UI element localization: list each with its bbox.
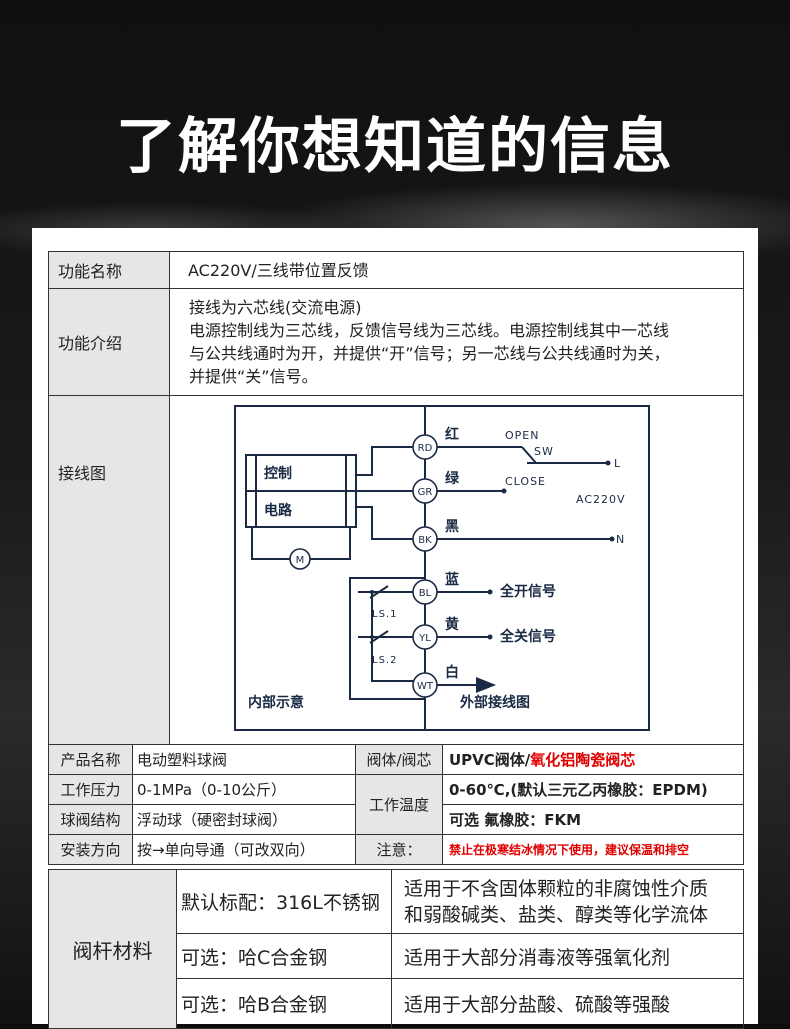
circuit-text: 电路: [264, 502, 293, 519]
core-value: 氧化铝陶瓷阀芯: [530, 751, 636, 769]
stem-use-line: 适用于不含固体颗粒的非腐蚀性介质: [404, 877, 709, 900]
pressure-value: 0-1MPa（0-10公斤）: [132, 774, 356, 805]
intro-line: 与公共线通时为开，并提供“开”信号；另一芯线与公共线通时为关，: [189, 344, 670, 363]
ball-structure-value: 浮动球（硬密封球阀）: [132, 804, 356, 835]
intro-line: 电源控制线为三芯线，反馈信号线为三芯线。电源控制线其中一芯线: [189, 321, 670, 340]
n-text: N: [616, 533, 625, 546]
internal-text: 内部示意: [248, 694, 304, 711]
full-open-text: 全开信号: [499, 583, 556, 600]
color-black: 黑: [445, 519, 459, 535]
ball-structure-label: 球阀结构: [48, 804, 133, 835]
spec-table: 产品名称 电动塑料球阀 阀体/阀芯 UPVC阀体/氧化铝陶瓷阀芯 工作压力 0-…: [48, 744, 744, 865]
open-text: OPEN: [505, 429, 539, 442]
product-name-value: 电动塑料球阀: [132, 744, 356, 775]
install-label: 安装方向: [48, 834, 133, 865]
stem-option: 可选：哈B合金钢: [176, 978, 392, 1029]
control-text: 控制: [264, 465, 292, 482]
install-value: 按→单向导通（可改双向）: [132, 834, 356, 865]
intro-line: 并提供“关”信号。: [189, 367, 318, 386]
stem-material-table: 阀杆材料 默认标配：316L不锈钢 适用于不含固体颗粒的非腐蚀性介质 和弱酸碱类…: [48, 869, 744, 1029]
func-name-value: AC220V/三线带位置反馈: [169, 251, 744, 289]
stem-label: 阀杆材料: [48, 869, 177, 1029]
terminal-label: YL: [418, 633, 431, 644]
body-core-label: 阀体/阀芯: [355, 744, 443, 775]
func-intro-value: 接线为六芯线(交流电源) 电源控制线为三芯线，反馈信号线为三芯线。电源控制线其中…: [169, 288, 744, 396]
color-red: 红: [445, 426, 459, 443]
note-value: 禁止在极寒结冰情况下使用，建议保温和排空: [442, 834, 744, 865]
terminal-gr: [412, 478, 438, 504]
color-white: 白: [445, 664, 459, 681]
terminal-yl: [412, 624, 438, 650]
l-text: L: [614, 457, 621, 470]
terminal-label: RD: [418, 443, 433, 454]
terminal-rd: [412, 434, 438, 460]
color-blue: 蓝: [445, 571, 459, 588]
wiring-diagram: M RD GR BK BL YL WT 控制 电路 红 绿 黑 蓝 黄 白 OP…: [234, 405, 650, 731]
terminal-wt: [412, 672, 438, 698]
terminal-label: GR: [418, 487, 433, 498]
body-value: UPVC阀体/: [449, 751, 531, 769]
color-green: 绿: [445, 470, 460, 487]
note-label: 注意：: [355, 834, 443, 865]
func-intro-label: 功能介绍: [48, 288, 170, 396]
ls2-text: LS.2: [372, 655, 397, 666]
stem-use: 适用于大部分盐酸、硫酸等强酸: [391, 978, 744, 1029]
motor-label: M: [296, 555, 305, 566]
terminal-bl: [412, 579, 438, 605]
full-close-text: 全关信号: [499, 628, 556, 645]
color-yellow: 黄: [445, 616, 459, 633]
temp-label: 工作温度: [355, 774, 443, 835]
terminal-label: BK: [418, 535, 432, 546]
stem-use-line: 和弱酸碱类、盐类、醇类等化学流体: [404, 903, 709, 926]
diagram-frame: [234, 405, 650, 731]
motor-icon: [289, 548, 311, 570]
hero-title: 了解你想知道的信息: [116, 112, 674, 182]
terminal-label: BL: [419, 588, 432, 599]
pressure-label: 工作压力: [48, 774, 133, 805]
body-core-value: UPVC阀体/氧化铝陶瓷阀芯: [442, 744, 744, 775]
wiring-label: 接线图: [48, 395, 170, 745]
stem-option: 默认标配：316L不锈钢: [176, 869, 392, 934]
terminal-label: WT: [417, 681, 434, 692]
external-text: 外部接线图: [460, 694, 530, 711]
product-name-label: 产品名称: [48, 744, 133, 775]
stem-use: 适用于大部分消毒液等强氧化剂: [391, 933, 744, 979]
stem-use: 适用于不含固体颗粒的非腐蚀性介质 和弱酸碱类、盐类、醇类等化学流体: [391, 869, 744, 934]
close-text: CLOSE: [505, 475, 546, 488]
ls1-text: LS.1: [372, 609, 397, 620]
temp-value-optional: 可选 氟橡胶：FKM: [442, 804, 744, 835]
ac-text: AC220V: [576, 493, 626, 506]
intro-line: 接线为六芯线(交流电源): [189, 298, 362, 317]
sw-text: SW: [534, 445, 554, 458]
stem-option: 可选：哈C合金钢: [176, 933, 392, 979]
temp-value-default: 0-60℃,(默认三元乙丙橡胶：EPDM): [442, 774, 744, 805]
terminal-bk: [412, 526, 438, 552]
func-name-label: 功能名称: [48, 251, 170, 289]
